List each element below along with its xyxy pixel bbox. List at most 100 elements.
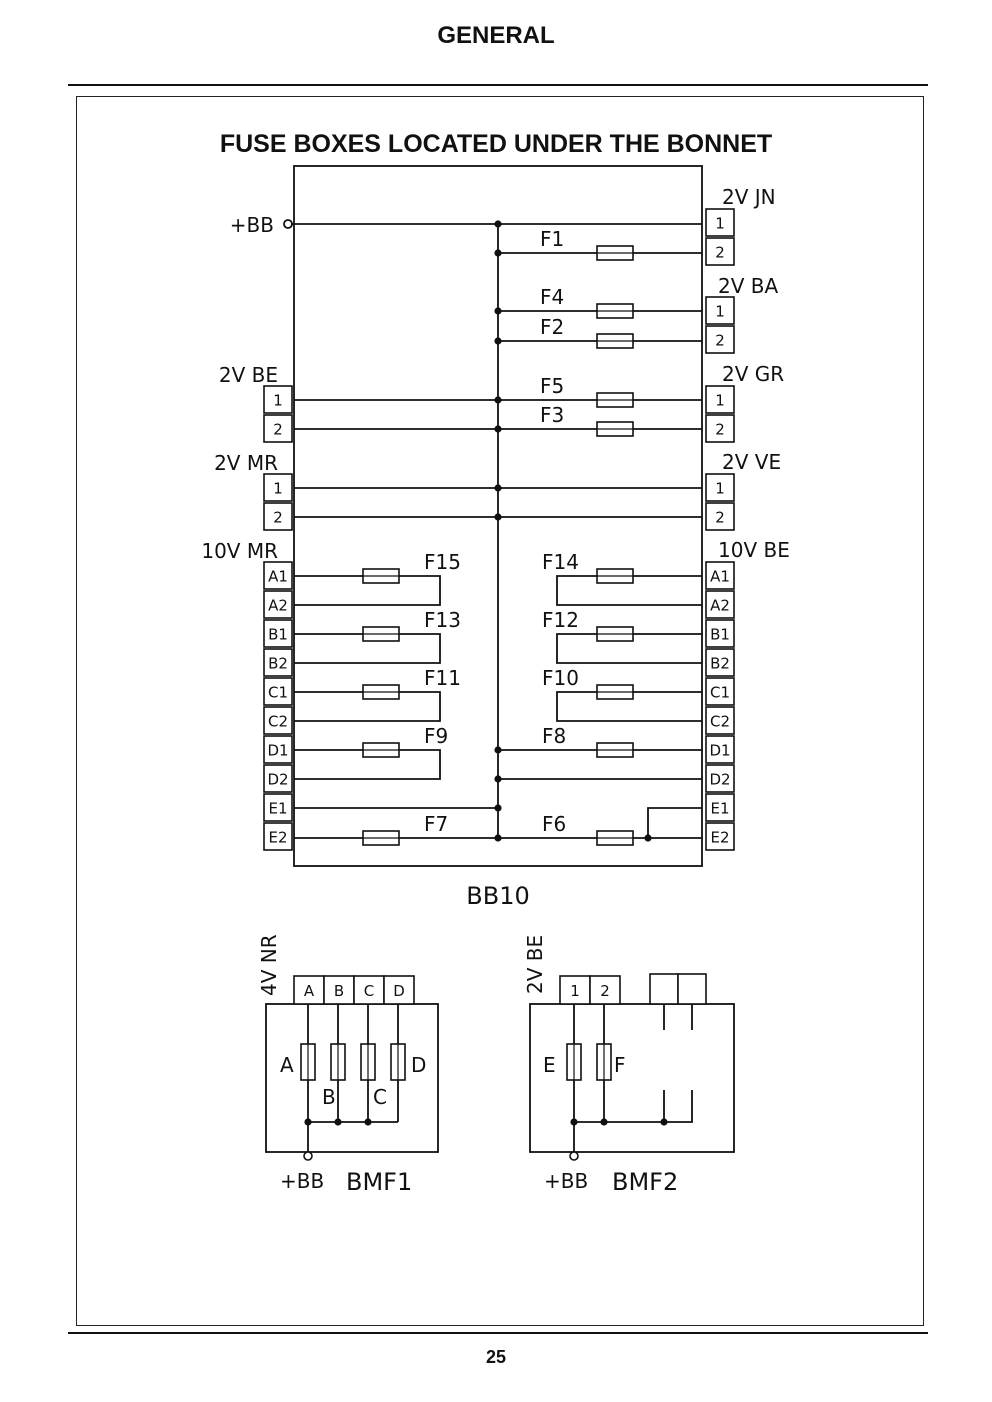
- left-pin-10v-mr-b1-label: B1: [268, 626, 288, 644]
- left-pin-2v-mr-2-label: 2: [273, 509, 283, 527]
- right-pin-10v-be-e2-label: E2: [710, 829, 729, 847]
- bmf2-box-outline: [529, 1003, 735, 1153]
- junction-dot-3: [494, 337, 502, 345]
- left-pin-10v-mr-a1-label: A1: [268, 568, 288, 586]
- right-connector-label-2v-gr: 2V GR: [722, 362, 784, 386]
- left-pin-2v-be-2-label: 2: [273, 421, 283, 439]
- diagram-frame: [76, 96, 924, 1326]
- right-pin-2v-gr-1-label: 1: [715, 392, 725, 410]
- right-pin-2v-ve-2-label: 2: [715, 509, 725, 527]
- left-pin-10v-mr-b2: [263, 648, 293, 677]
- fuse-label-f11: F11: [424, 666, 461, 690]
- right-pin-10v-be-c2: [705, 706, 735, 735]
- junction-dot-17: [600, 1118, 608, 1126]
- right-pin-2v-ve-2: [705, 502, 735, 531]
- right-pin-10v-be-a1-label: A1: [710, 568, 730, 586]
- right-pin-10v-be-d2-label: D2: [709, 771, 730, 789]
- right-pin-10v-be-e1-label: E1: [710, 800, 729, 818]
- fuse-label-f8: F8: [542, 724, 566, 748]
- junction-dot-7: [494, 513, 502, 521]
- right-pin-10v-be-b1: [705, 619, 735, 648]
- left-pin-2v-mr-1: [263, 473, 293, 502]
- left-pin-10v-mr-c1-label: C1: [268, 684, 288, 702]
- fuse-label-f13: F13: [424, 608, 461, 632]
- right-connector-label-2v-ba: 2V BA: [718, 274, 778, 298]
- bmf2-supply-terminal: [569, 1151, 579, 1161]
- right-pin-10v-be-a2-label: A2: [710, 597, 730, 615]
- header-rule: [68, 84, 928, 86]
- junction-dot-8: [494, 746, 502, 754]
- fuse-label-f12: F12: [542, 608, 579, 632]
- right-pin-10v-be-b2: [705, 648, 735, 677]
- fuse-label-f5: F5: [540, 374, 564, 398]
- bmf2-connector-label: 2V BE: [523, 935, 547, 994]
- junction-dot-0: [494, 220, 502, 228]
- right-pin-2v-jn-1-label: 1: [715, 215, 725, 233]
- bmf2-pin-2-label: 2: [600, 982, 610, 1000]
- left-connector-label-2v-mr: 2V MR: [214, 451, 278, 475]
- junction-dot-1: [494, 249, 502, 257]
- left-pin-10v-mr-c2-label: C2: [268, 713, 288, 731]
- junction-dot-18: [660, 1118, 668, 1126]
- bb10-label: BB10: [466, 882, 529, 910]
- bb10-supply-label: +BB: [230, 213, 274, 237]
- line-e1-right: [647, 807, 702, 838]
- right-pin-10v-be-b1-label: B1: [710, 626, 730, 644]
- diagram-title: FUSE BOXES LOCATED UNDER THE BONNET: [219, 130, 773, 158]
- junction-dot-15: [364, 1118, 372, 1126]
- fuse-label-f3: F3: [540, 403, 564, 427]
- right-pin-2v-ba-1: [705, 296, 735, 325]
- right-pin-2v-jn-2-label: 2: [715, 244, 725, 262]
- junction-dot-12: [644, 834, 652, 842]
- junction-dot-16: [570, 1118, 578, 1126]
- right-connector-label-10v-be: 10V BE: [718, 538, 790, 562]
- fuse-label-f4: F4: [540, 285, 564, 309]
- left-pin-10v-mr-c1: [263, 677, 293, 706]
- junction-dot-5: [494, 425, 502, 433]
- bmf2-supply-label: +BB: [544, 1169, 588, 1193]
- right-connector-label-2v-ve: 2V VE: [722, 450, 781, 474]
- page-header-title: GENERAL: [437, 22, 555, 49]
- bmf1-box-outline: [265, 1003, 439, 1153]
- left-pin-2v-mr-2: [263, 502, 293, 531]
- bmf1-pin-c-label: C: [364, 982, 374, 1000]
- junction-dot-11: [494, 834, 502, 842]
- left-connector-label-2v-be: 2V BE: [219, 363, 278, 387]
- right-pin-10v-be-d1: [705, 735, 735, 764]
- left-pin-10v-mr-d1: [263, 735, 293, 764]
- left-pin-10v-mr-a2-label: A2: [268, 597, 288, 615]
- bmf2-spare-wire-4: [664, 1090, 693, 1123]
- left-pin-10v-mr-b1: [263, 619, 293, 648]
- bmf1-fuse-label-b: B: [322, 1085, 336, 1109]
- junction-dot-2: [494, 307, 502, 315]
- left-pin-10v-mr-a2: [263, 590, 293, 619]
- bmf1-supply-label: +BB: [280, 1169, 324, 1193]
- bmf2-empty-slot-2: [677, 973, 707, 1005]
- bmf1-fuse-label-a: A: [280, 1053, 294, 1077]
- bmf1-label: BMF1: [346, 1168, 412, 1196]
- fuse-label-f9: F9: [424, 724, 448, 748]
- right-pin-2v-gr-2: [705, 414, 735, 443]
- right-pin-2v-ba-2: [705, 325, 735, 354]
- left-pin-10v-mr-e1-label: E1: [268, 800, 287, 818]
- left-pin-10v-mr-e2: [263, 822, 293, 851]
- bmf1-pin-d: [383, 975, 415, 1005]
- right-pin-10v-be-a1: [705, 561, 735, 590]
- right-pin-2v-ve-1: [705, 473, 735, 502]
- bmf1-pin-a: [293, 975, 325, 1005]
- fuse-label-f14: F14: [542, 550, 579, 574]
- fuse-label-f6: F6: [542, 812, 566, 836]
- left-connector-label-10v-mr: 10V MR: [201, 539, 278, 563]
- right-pin-10v-be-c2-label: C2: [710, 713, 730, 731]
- page-number: 25: [485, 1347, 507, 1367]
- bmf2-fuse-label-e: E: [543, 1053, 556, 1077]
- footer-rule: [68, 1332, 928, 1334]
- junction-dot-9: [494, 775, 502, 783]
- bmf2-pin-1-label: 1: [570, 982, 580, 1000]
- junction-dot-6: [494, 484, 502, 492]
- left-pin-10v-mr-a1: [263, 561, 293, 590]
- left-pin-10v-mr-d1-label: D1: [267, 742, 288, 760]
- bmf1-fuse-label-d: D: [411, 1053, 426, 1077]
- right-pin-10v-be-d1-label: D1: [709, 742, 730, 760]
- bmf1-pin-c: [353, 975, 385, 1005]
